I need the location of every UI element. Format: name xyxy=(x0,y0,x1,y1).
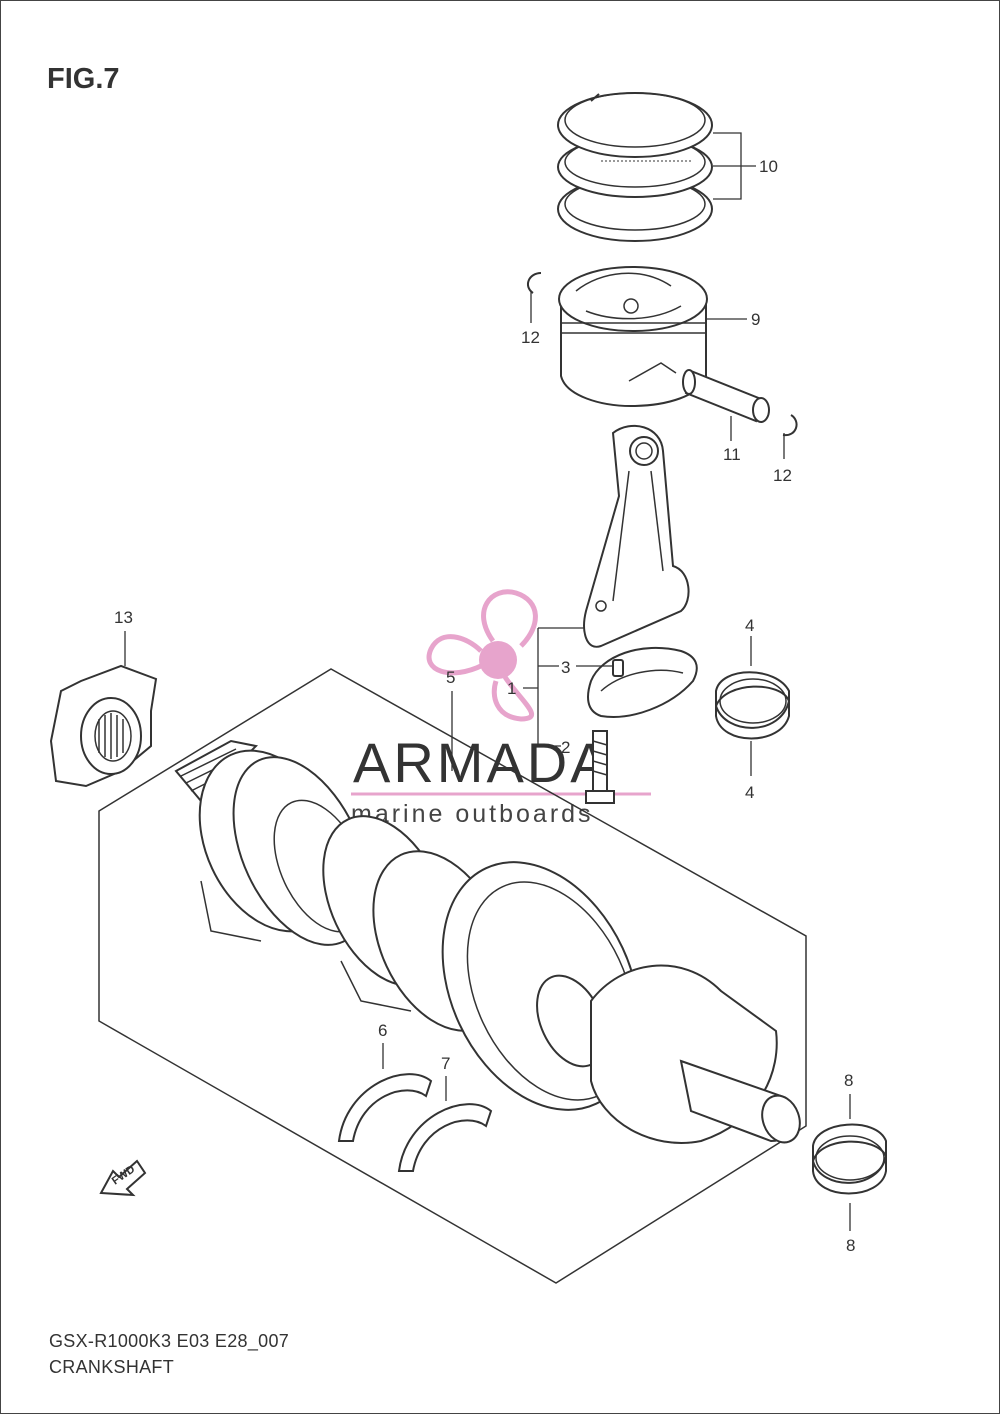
figure-title: FIG.7 xyxy=(47,63,120,95)
crankshaft xyxy=(174,739,801,1144)
callout-11: 11 xyxy=(723,445,741,464)
circlip-right xyxy=(782,414,798,437)
callout-12-left: 12 xyxy=(521,328,540,347)
rod-bolt xyxy=(585,730,615,804)
piston-rings xyxy=(557,92,713,242)
model-code: GSX-R1000K3 E03 E28_007 xyxy=(49,1331,290,1351)
leader-lines xyxy=(124,132,851,1231)
callout-10: 10 xyxy=(759,157,778,176)
crank-bearing-shell-4 xyxy=(715,671,790,740)
piston xyxy=(558,266,708,408)
callout-2: 2 xyxy=(561,738,570,757)
rod-cap xyxy=(587,646,698,718)
propeller-logo-icon xyxy=(426,589,538,722)
callout-12-right: 12 xyxy=(773,466,792,485)
connecting-rod xyxy=(583,424,690,648)
thrust-bearing-6 xyxy=(337,1073,433,1142)
callout-1: 1 xyxy=(507,679,516,698)
callout-5: 5 xyxy=(446,668,455,687)
watermark-tagline: marine outboards xyxy=(351,800,594,828)
callout-4-top: 4 xyxy=(745,616,754,635)
crankshaft-outline-box xyxy=(98,668,807,1284)
callout-numbers: 10 9 12 11 12 13 4 4 3 5 1 2 6 7 8 8 xyxy=(114,157,855,1255)
fwd-direction-arrow: FWD xyxy=(99,1159,147,1197)
balancer-gear xyxy=(49,664,158,788)
callout-9: 9 xyxy=(751,310,760,329)
circlip-left xyxy=(526,272,542,294)
callout-13: 13 xyxy=(114,608,133,627)
main-bearing-shell-8 xyxy=(812,1123,887,1195)
callout-3: 3 xyxy=(561,658,570,677)
watermark: ARMADA marine outboards xyxy=(351,589,651,828)
watermark-brand: ARMADA xyxy=(353,731,611,794)
section-name: CRANKSHAFT xyxy=(49,1357,175,1377)
thrust-bearing-7 xyxy=(397,1103,493,1172)
callout-8-top: 8 xyxy=(844,1071,853,1090)
callout-8-bottom: 8 xyxy=(846,1236,855,1255)
piston-pin xyxy=(682,369,770,423)
callout-4-bottom: 4 xyxy=(745,783,754,802)
callout-7: 7 xyxy=(441,1054,450,1073)
callout-6: 6 xyxy=(378,1021,387,1040)
